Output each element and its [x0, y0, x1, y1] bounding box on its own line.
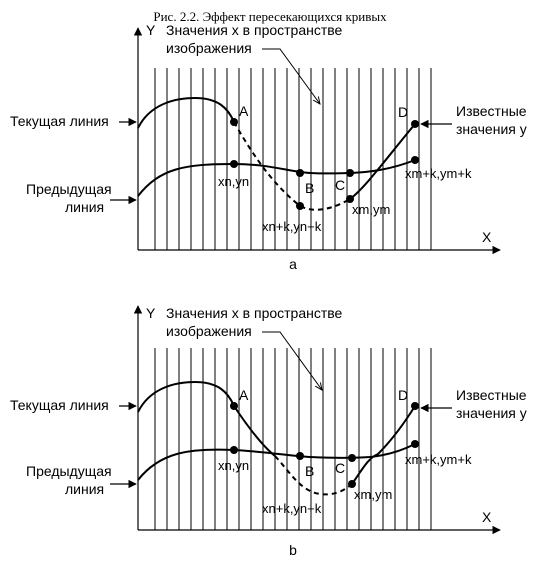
- panel-b-point-mk: [411, 440, 419, 448]
- panel-a-current-curve-right: [349, 123, 416, 200]
- panel-a-coord-m: xm,ym: [352, 202, 390, 217]
- panel-a-point-n: [230, 160, 238, 168]
- figure-caption: Рис. 2.2. Эффект пересекающихся кривых: [153, 9, 387, 24]
- panel-a-point-c-prev: [346, 169, 354, 177]
- panel-b-label: b: [289, 542, 297, 558]
- panel-b-x-values-label-2: изображения: [166, 323, 252, 339]
- panel-b-label-a: A: [239, 387, 249, 403]
- panel-a-point-b: [296, 202, 304, 210]
- panel-b-coord-n: xn,yn: [218, 458, 249, 473]
- panel-a-x-values-label-2: изображения: [166, 40, 252, 56]
- panel-a-known-y-label-2: значения y: [456, 121, 527, 137]
- panel-b-previous-line-label-1: Предыдущая: [26, 463, 112, 479]
- panel-a-point-mk: [411, 156, 419, 164]
- panel-b-current-line-label: Текущая линия: [10, 397, 109, 413]
- panel-b-coord-m: xm,ym: [354, 487, 392, 502]
- panel-b-point-b: [296, 452, 304, 460]
- panel-a-point-b-prev: [296, 169, 304, 177]
- panel-a: Y X A B C D xn,yn xn+k,yn+k xm,ym xm+k,y…: [10, 22, 527, 272]
- panel-a-previous-line-label-2: линия: [65, 199, 104, 215]
- panel-b-x-values-pointer: [262, 331, 322, 390]
- panel-b-y-axis-label: Y: [146, 305, 156, 321]
- panel-a-coord-nk: xn+k,yn+k: [262, 219, 322, 234]
- panel-b-point-c: [348, 480, 356, 488]
- panel-b: Y X A B C D xn,yn xn+k,yn+k xm,ym xm+k,y…: [10, 305, 527, 558]
- panel-a-current-curve: [137, 96, 235, 129]
- panel-a-y-axis-label: Y: [146, 22, 156, 38]
- panel-b-point-d: [411, 402, 419, 410]
- panel-b-previous-curve: [137, 443, 416, 481]
- panel-a-label-a: A: [239, 103, 249, 119]
- panel-b-label-c: C: [335, 460, 345, 476]
- panel-a-label-d: D: [398, 104, 408, 120]
- panel-b-known-y-label-1: Известные: [456, 387, 527, 403]
- panel-b-point-n: [230, 446, 238, 454]
- panel-a-x-values-pointer: [262, 48, 320, 104]
- panel-a-interpolated-curve: [233, 121, 351, 211]
- panel-a-previous-curve: [137, 159, 416, 197]
- panel-b-label-b: B: [305, 463, 314, 479]
- panel-a-x-values-label-1: Значения x в пространстве: [166, 22, 343, 38]
- panel-b-label-d: D: [398, 387, 408, 403]
- panel-b-current-curve-right: [351, 405, 416, 485]
- panel-b-coord-nk: xn+k,yn+k: [262, 501, 322, 516]
- panel-a-label-c: C: [335, 177, 345, 193]
- panel-b-known-y-label-2: значения y: [456, 405, 527, 421]
- panel-b-point-a: [230, 402, 238, 410]
- panel-b-current-curve: [137, 380, 235, 413]
- panel-b-current-curve-mid: [233, 405, 276, 457]
- panel-a-coord-n: xn,yn: [218, 174, 249, 189]
- panel-b-point-c-prev: [348, 454, 356, 462]
- panel-a-label: a: [289, 256, 297, 272]
- panel-a-label-b: B: [305, 180, 314, 196]
- panel-a-known-y-label-1: Известные: [456, 103, 527, 119]
- panel-b-coord-mk: xm+k,ym+k: [405, 452, 472, 467]
- panel-a-point-a: [230, 118, 238, 126]
- panel-a-point-c: [346, 195, 354, 203]
- panel-b-x-axis-label: X: [482, 509, 492, 525]
- panel-b-grid: [154, 348, 432, 530]
- panel-a-coord-mk: xm+k,ym+k: [405, 166, 472, 181]
- panel-a-x-axis-label: X: [482, 229, 492, 245]
- panel-a-current-line-label: Текущая линия: [10, 113, 109, 129]
- panel-a-point-d: [411, 120, 419, 128]
- panel-b-x-values-label-1: Значения x в пространстве: [166, 305, 343, 321]
- panel-b-previous-line-label-2: линия: [65, 481, 104, 497]
- panel-b-interpolated-curve: [274, 455, 353, 496]
- panel-a-grid: [154, 68, 432, 250]
- panel-a-previous-line-label-1: Предыдущая: [26, 181, 112, 197]
